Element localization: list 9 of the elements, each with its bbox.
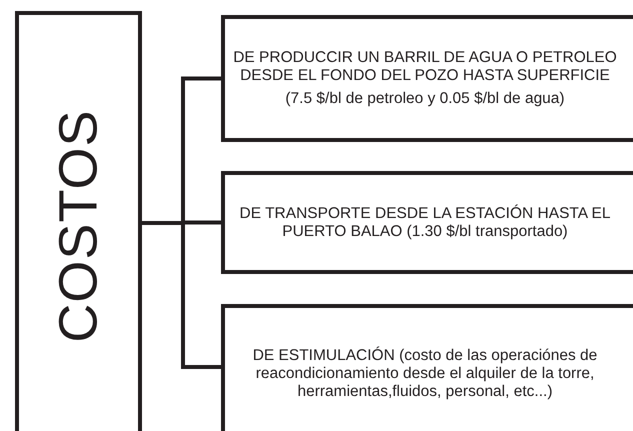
heading-text: COSTOS <box>47 109 110 343</box>
cost-box <box>221 171 633 274</box>
description-text: DE TRANSPORTE DESDE LA ESTACIÓN HASTA EL PUERTO BALAO (1.30 $/bl transportado) <box>238 204 612 240</box>
description-text: DE ESTIMULACIÓN (costo de las operaciónes de reacondicionamiento desde el alquiler de la torre, herramientas,fluidos, personal, etc...) <box>252 347 598 401</box>
cost-box <box>221 15 633 142</box>
cost-text: (7.5 $/bl de petroleo y 0.05 $/bl de agua) <box>285 90 565 108</box>
cost-box <box>221 304 633 431</box>
title-box <box>15 11 142 431</box>
description-text: DE PRODUCCIR UN BARRIL DE AGUA O PETROLEO DESDE EL FONDO DEL POZO HASTA SUPERFICIE <box>232 48 618 84</box>
